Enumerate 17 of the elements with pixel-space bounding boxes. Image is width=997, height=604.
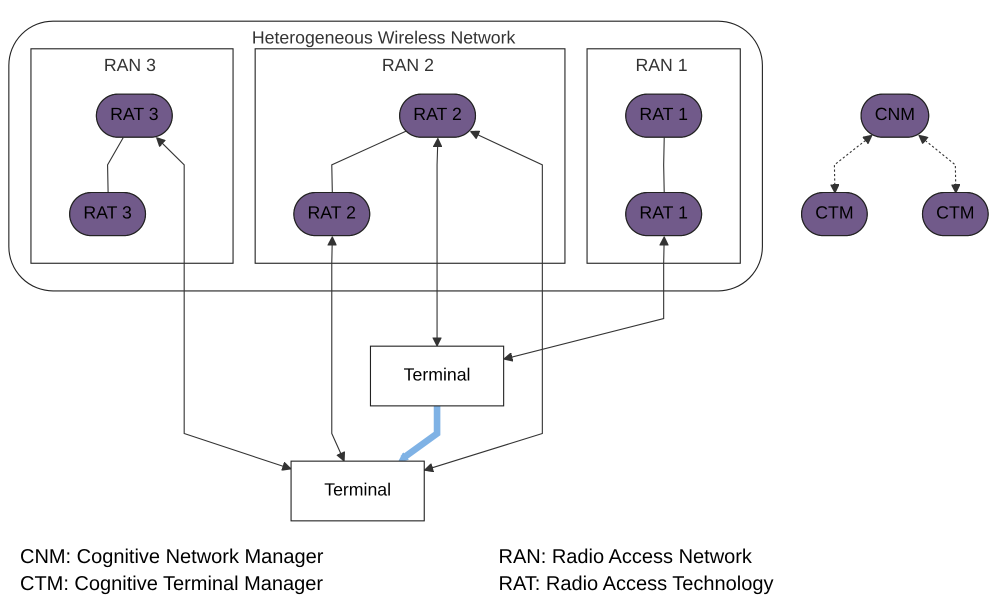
arrow	[327, 236, 346, 462]
connector	[331, 130, 406, 194]
arrow	[918, 134, 961, 194]
arrow	[424, 130, 543, 472]
arrow	[503, 236, 669, 362]
definition-text: CNM: Cognitive Network Manager	[20, 546, 324, 569]
arrow	[156, 137, 292, 471]
arrow	[830, 134, 873, 194]
node-box: Terminal	[370, 346, 504, 406]
definition-text: RAT: Radio Access Technology	[498, 573, 774, 596]
arrow	[398, 406, 440, 462]
definition-text: RAN: Radio Access Network	[498, 546, 752, 569]
connector	[663, 138, 665, 194]
definition-text: CTM: Cognitive Terminal Manager	[20, 573, 324, 596]
arrow	[432, 138, 442, 347]
node-box: Terminal	[290, 460, 425, 522]
connector	[107, 138, 124, 194]
